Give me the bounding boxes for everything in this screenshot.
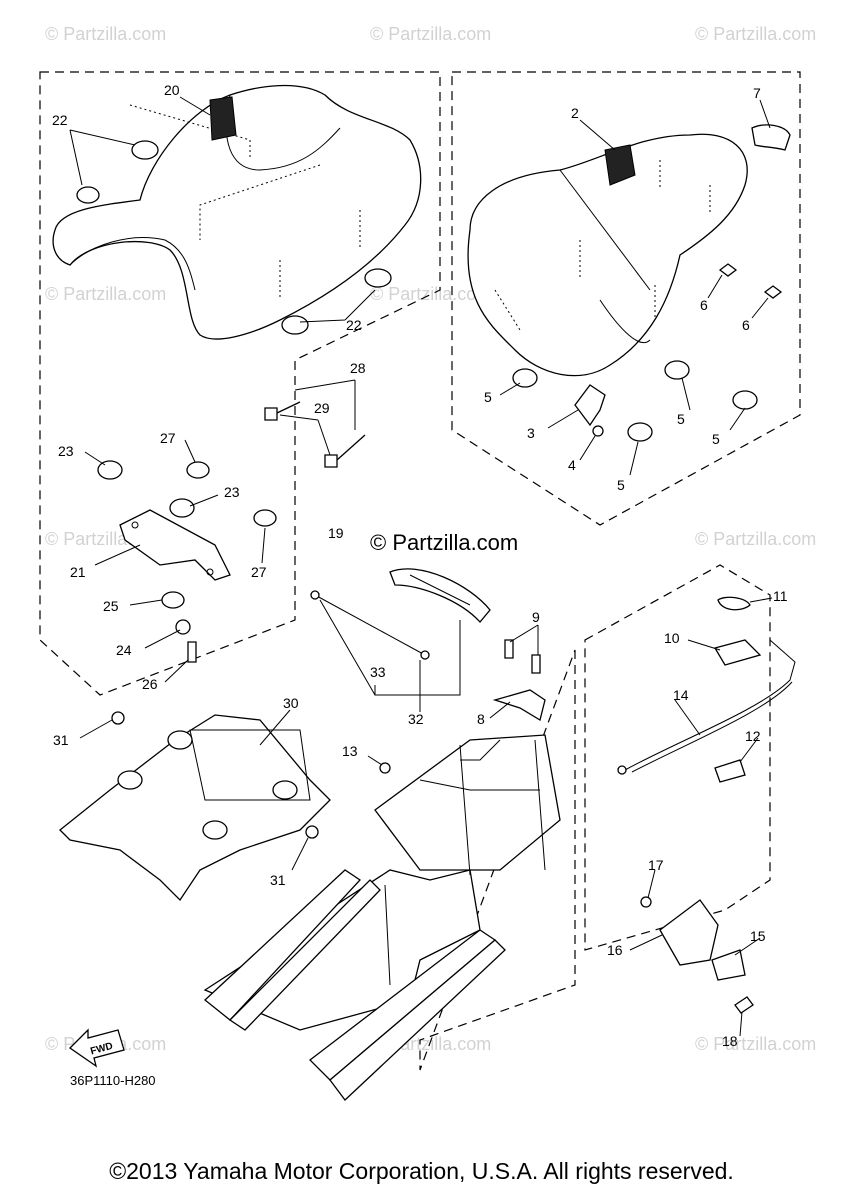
center-watermark: © Partzilla.com bbox=[370, 530, 518, 555]
rider-seat-part bbox=[52, 84, 422, 340]
callout-5: 5 bbox=[617, 477, 625, 493]
rear-frame-part bbox=[59, 711, 561, 1101]
callout-28: 28 bbox=[350, 360, 366, 376]
forward-arrow-icon: FWD bbox=[68, 1028, 125, 1068]
callout-26: 26 bbox=[142, 676, 158, 692]
callout-11: 11 bbox=[773, 588, 788, 604]
callout-5: 5 bbox=[712, 431, 720, 447]
callout-14: 14 bbox=[673, 687, 689, 703]
callout-33: 33 bbox=[370, 664, 386, 680]
callout-27: 27 bbox=[160, 430, 176, 446]
callout-30: 30 bbox=[283, 695, 299, 711]
watermark: © Partzilla.com bbox=[695, 529, 816, 549]
watermark: © Partzilla.com bbox=[45, 284, 166, 304]
callout-23: 23 bbox=[58, 443, 74, 459]
callout-29: 29 bbox=[314, 400, 330, 416]
callout-21: 21 bbox=[70, 564, 86, 580]
rider-seat-group-box bbox=[39, 71, 441, 696]
callout-13: 13 bbox=[342, 743, 358, 759]
seat-lock-parts bbox=[492, 596, 796, 1014]
callout-32: 32 bbox=[408, 711, 424, 727]
watermark: © Partzilla.com bbox=[370, 24, 491, 44]
callout-3: 3 bbox=[527, 425, 535, 441]
parts-diagram: © Partzilla.com © Partzilla.com © Partzi… bbox=[39, 24, 816, 1101]
watermark: © Partzilla.com bbox=[370, 284, 491, 304]
callout-9: 9 bbox=[532, 609, 540, 625]
callout-7: 7 bbox=[753, 85, 761, 101]
callout-4: 4 bbox=[568, 457, 576, 473]
callout-6: 6 bbox=[700, 297, 708, 313]
callout-23: 23 bbox=[224, 484, 240, 500]
callout-5: 5 bbox=[677, 411, 685, 427]
lock-group-box bbox=[584, 564, 771, 951]
copyright-notice: ©2013 Yamaha Motor Corporation, U.S.A. A… bbox=[109, 1158, 734, 1184]
callout-27: 27 bbox=[251, 564, 267, 580]
callout-10: 10 bbox=[664, 630, 680, 646]
callout-6: 6 bbox=[742, 317, 750, 333]
callout-22: 22 bbox=[52, 112, 68, 128]
callout-19: 19 bbox=[328, 525, 344, 541]
leader-lines bbox=[69, 96, 773, 1037]
callout-numbers: 20 22 2 7 22 6 6 5 5 5 5 3 4 28 29 27 23… bbox=[52, 82, 788, 1049]
callout-5: 5 bbox=[484, 389, 492, 405]
callout-16: 16 bbox=[607, 942, 623, 958]
diagram-code: 36P1110-H280 bbox=[70, 1073, 156, 1088]
callout-15: 15 bbox=[750, 928, 766, 944]
callout-31: 31 bbox=[270, 872, 286, 888]
callout-22: 22 bbox=[346, 317, 362, 333]
callout-24: 24 bbox=[116, 642, 132, 658]
callout-31: 31 bbox=[53, 732, 69, 748]
callout-8: 8 bbox=[477, 711, 485, 727]
seat-strap-part bbox=[310, 568, 491, 660]
callout-2: 2 bbox=[571, 105, 579, 121]
callout-12: 12 bbox=[745, 728, 761, 744]
callout-18: 18 bbox=[722, 1033, 738, 1049]
passenger-seat-group-box bbox=[451, 71, 801, 526]
watermark: © Partzilla.com bbox=[695, 24, 816, 44]
watermark: © Partzilla.com bbox=[695, 1034, 816, 1054]
seat-lock-bracket-part bbox=[97, 401, 366, 663]
callout-17: 17 bbox=[648, 857, 664, 873]
passenger-seat-part bbox=[467, 124, 791, 442]
callout-25: 25 bbox=[103, 598, 119, 614]
watermark: © Partzilla.com bbox=[45, 24, 166, 44]
callout-20: 20 bbox=[164, 82, 180, 98]
